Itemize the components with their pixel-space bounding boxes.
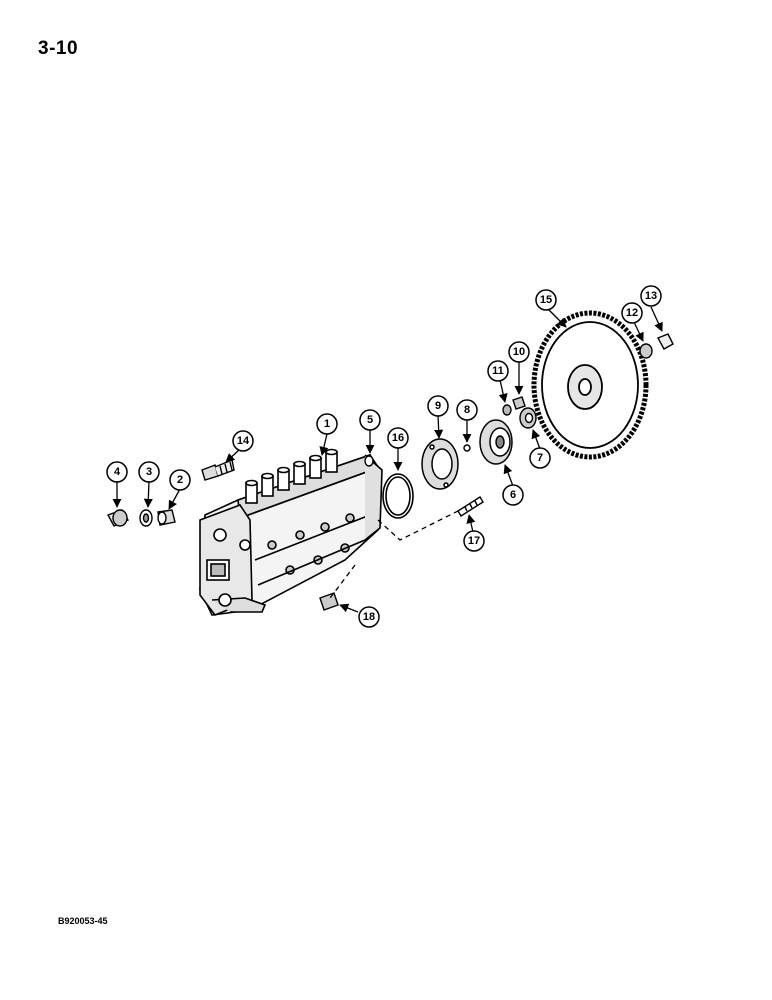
svg-text:9: 9: [435, 400, 441, 412]
svg-text:8: 8: [464, 404, 470, 416]
stud-part-17: [457, 496, 484, 517]
callout-12: 12: [621, 302, 643, 324]
callouts: 1 2 3 4 5 6 7 8 9 10 11 12 13 14 15 16 1…: [106, 285, 662, 628]
fitting-part-2: [157, 509, 176, 526]
hub-part-6: [479, 419, 513, 465]
callout-2: 2: [169, 469, 191, 491]
callout-15: 15: [535, 289, 557, 311]
gasket-part-16: [382, 473, 414, 519]
page-number: 3-10: [38, 38, 79, 59]
svg-text:1: 1: [324, 418, 330, 430]
leader-lines: [112, 306, 663, 613]
plug-part-4: [106, 509, 130, 527]
svg-text:14: 14: [237, 435, 250, 447]
callout-11: 11: [487, 360, 509, 382]
callout-5: 5: [359, 409, 381, 431]
callout-14: 14: [232, 430, 254, 452]
svg-text:16: 16: [392, 432, 404, 444]
o-ring-part-5: [364, 455, 374, 467]
callout-1: 1: [316, 413, 338, 435]
svg-text:10: 10: [513, 346, 525, 358]
svg-text:6: 6: [510, 489, 516, 501]
washer-part-11: [502, 404, 512, 416]
washer-part-3: [139, 509, 153, 527]
ball-part-8: [463, 444, 471, 452]
svg-text:4: 4: [114, 466, 121, 478]
nut-part-18: [319, 592, 339, 611]
svg-text:13: 13: [645, 290, 657, 302]
figure-id: B920053-45: [58, 916, 108, 926]
callout-3: 3: [138, 461, 160, 483]
svg-text:7: 7: [537, 452, 543, 464]
svg-text:15: 15: [540, 294, 552, 306]
svg-text:18: 18: [363, 611, 375, 623]
callout-9: 9: [427, 395, 449, 417]
callout-4: 4: [106, 461, 128, 483]
svg-text:11: 11: [492, 365, 504, 377]
callout-16: 16: [387, 427, 409, 449]
injection-pump-part: [199, 448, 383, 616]
plate-part-9: [421, 438, 459, 490]
svg-text:5: 5: [367, 414, 373, 426]
callout-8: 8: [456, 399, 478, 421]
bolt-part-14: [201, 459, 235, 481]
callout-18: 18: [358, 606, 380, 628]
svg-text:2: 2: [177, 474, 183, 486]
callout-10: 10: [508, 341, 530, 363]
nut-part-13: [657, 333, 674, 350]
gear-part-15: [531, 310, 649, 460]
callout-7: 7: [529, 447, 551, 469]
callout-13: 13: [640, 285, 662, 307]
nut-part-7: [519, 407, 537, 429]
bolt-part-10: [512, 396, 526, 410]
assembly-lines: [329, 509, 461, 599]
svg-text:17: 17: [468, 535, 480, 547]
callout-6: 6: [502, 484, 524, 506]
svg-text:12: 12: [626, 307, 638, 319]
callout-17: 17: [463, 530, 485, 552]
svg-text:3: 3: [146, 466, 152, 478]
washer-part-12: [639, 343, 653, 359]
